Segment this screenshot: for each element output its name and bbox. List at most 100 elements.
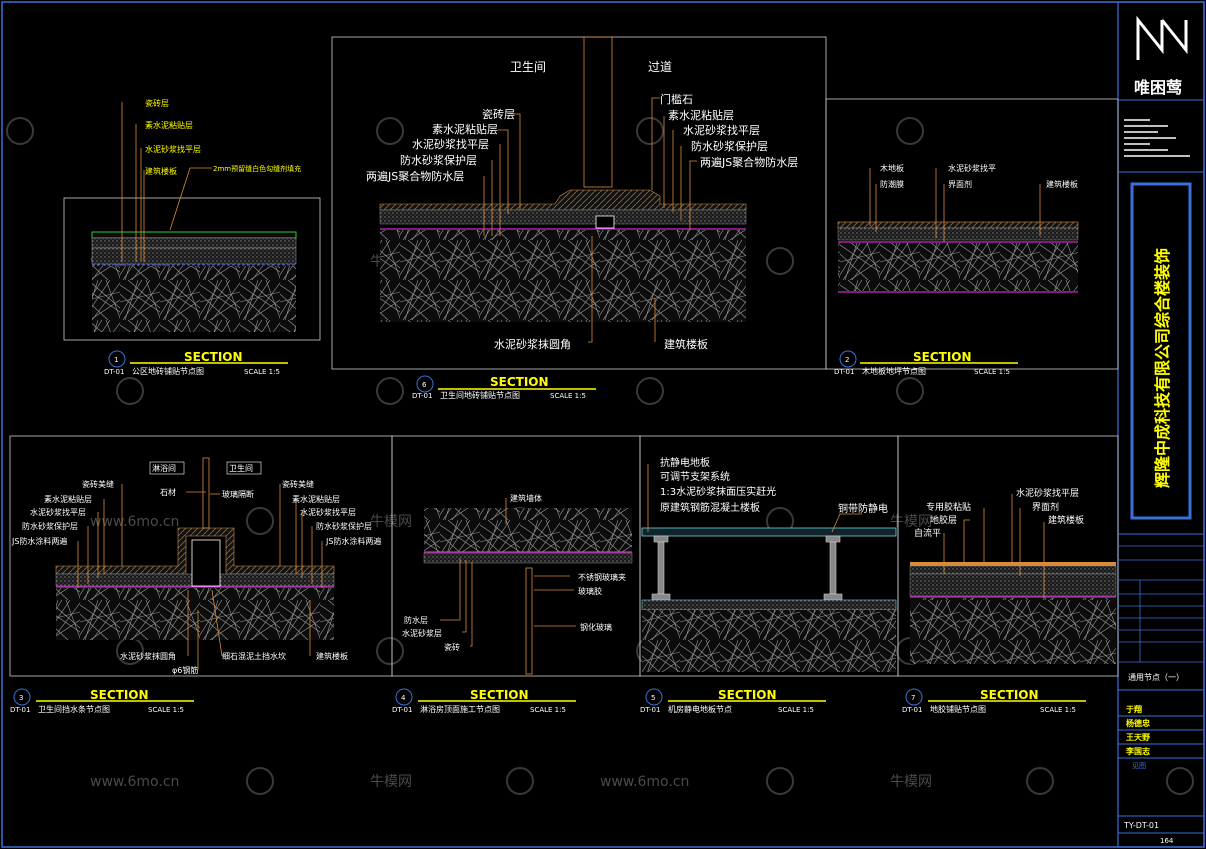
detail-2-number: 2 (845, 356, 849, 364)
detail-3-number: 3 (19, 694, 23, 702)
detail-5-label: 原建筑钢筋混凝土楼板 (660, 501, 760, 514)
detail-3-label: φ6钢筋 (172, 665, 198, 675)
detail-3-label: 卫生间 (229, 463, 253, 473)
detail-4-label: 钢化玻璃 (580, 622, 612, 632)
detail-3-label: 防水砂浆保护层 (22, 521, 78, 531)
detail-3-label: 素水泥粘贴层 (44, 494, 92, 504)
detail-6-label: 水泥砂浆找平层 (683, 123, 760, 137)
detail-6-label: 两遍JS聚合物防水层 (366, 169, 464, 183)
person-name: 李国志 (1125, 746, 1150, 756)
company-logo-icon (1136, 15, 1188, 60)
detail-2-title: 木地板地坪节点图 (862, 366, 926, 376)
detail-4-sheet: DT-01 (392, 706, 412, 714)
detail-5-title: 机房静电地板节点 (668, 704, 732, 714)
detail-7-label: 界面剂 (1032, 501, 1059, 513)
detail-2-label: 建筑楼板 (1046, 179, 1078, 189)
detail-1-number: 1 (114, 356, 118, 364)
detail-1-label: 建筑楼板 (145, 166, 177, 176)
detail-3-label: 玻璃隔断 (222, 489, 254, 499)
detail-3: 淋浴间 卫生间 石材 玻璃隔断 瓷砖美缝 素水泥粘贴层 水泥砂浆找平层 防水砂浆… (9, 435, 393, 714)
detail-2-label: 水泥砂浆找平 (948, 163, 996, 173)
watermark-site: www.6mo.cn (90, 774, 179, 790)
see-drawing-label: 见图 (1132, 762, 1146, 770)
detail-5-scale: SCALE 1:5 (778, 706, 814, 714)
detail-7-label: 建筑楼板 (1048, 514, 1084, 526)
detail-4-title: 淋浴房顶面施工节点图 (420, 704, 500, 714)
detail-2: 木地板 防潮膜 水泥砂浆找平 界面剂 建筑楼板 2 SECTION DT-01 … (825, 98, 1119, 376)
detail-6-sheet: DT-01 (412, 392, 432, 400)
page-number: 164 (1160, 837, 1174, 845)
detail-7-title: 地胶铺贴节点图 (930, 704, 986, 714)
detail-6-label: 水泥砂浆抹圆角 (494, 337, 571, 351)
detail-3-label: 素水泥粘贴层 (292, 494, 340, 504)
detail-6-number: 6 (422, 381, 427, 389)
detail-3-label: 石材 (160, 487, 176, 497)
detail-3-label: 防水砂浆保护层 (316, 521, 372, 531)
detail-3-label: 建筑楼板 (316, 651, 348, 661)
detail-3-label: 淋浴间 (152, 463, 176, 473)
detail-6-label: 瓷砖层 (482, 107, 515, 121)
detail-6-label: 素水泥粘贴层 (432, 122, 498, 136)
detail-7-label: 自流平 (914, 527, 941, 539)
detail-6-label: 门槛石 (660, 92, 693, 106)
detail-4-section-word: SECTION (470, 688, 529, 702)
logo-text: 唯困莺 (1134, 78, 1182, 97)
detail-4-label: 瓷砖 (444, 642, 460, 652)
detail-3-label: 瓷砖美缝 (82, 479, 114, 489)
detail-1-section-word: SECTION (184, 350, 243, 364)
detail-4-label: 建筑墙体 (510, 493, 542, 503)
person-name: 王天野 (1126, 733, 1150, 742)
detail-4: 建筑墙体 不锈钢玻璃夹 玻璃胶 钢化玻璃 防水层 水泥砂浆层 瓷砖 4 SECT… (391, 435, 641, 714)
watermark-brand: 牛模网 (370, 774, 412, 790)
detail-3-title: 卫生间挡水条节点图 (38, 704, 110, 714)
detail-6-label: 过道 (648, 60, 672, 74)
detail-1-label: 素水泥粘贴层 (145, 120, 193, 130)
detail-3-section-word: SECTION (90, 688, 149, 702)
detail-3-label: 水泥砂浆抹圆角 (120, 651, 176, 661)
company-name: 辉隆中成科技有限公司综合楼装饰 (1153, 248, 1172, 488)
watermark-brand: 牛模网 (370, 514, 412, 530)
detail-3-label: JS防水涂料两遍 (325, 536, 381, 546)
detail-7-label: 水泥砂浆找平层 (1016, 487, 1079, 499)
detail-4-label: 不锈钢玻璃夹 (578, 572, 626, 582)
detail-7-section-word: SECTION (980, 688, 1039, 702)
detail-1-label: 瓷砖层 (145, 98, 169, 108)
detail-7-label: 地胶层 (930, 514, 957, 526)
detail-4-label: 水泥砂浆层 (402, 628, 442, 638)
detail-4-scale: SCALE 1:5 (530, 706, 566, 714)
title-block-frame (1117, 1, 1205, 848)
detail-1-scale: SCALE 1:5 (244, 368, 280, 376)
detail-1-label: 2mm预留缝白色勾缝剂填充 (213, 164, 301, 173)
watermark-site: www.6mo.cn (90, 514, 179, 530)
detail-2-section-word: SECTION (913, 350, 972, 364)
detail-3-label: 水泥砂浆找平层 (300, 507, 356, 517)
detail-3-label: 瓷砖美缝 (282, 479, 314, 489)
detail-7-sheet: DT-01 (902, 706, 922, 714)
sheet-title: 通用节点（一） (1128, 672, 1184, 682)
detail-4-number: 4 (401, 694, 406, 702)
detail-3-label: 水泥砂浆找平层 (30, 507, 86, 517)
detail-6-title: 卫生间地砖铺贴节点图 (440, 390, 520, 400)
person-name: 杨德忠 (1126, 718, 1150, 728)
detail-6-label: 两遍JS聚合物防水层 (700, 155, 798, 169)
detail-1-label: 水泥砂浆找平层 (145, 144, 201, 154)
detail-7: 专用胶粘贴 地胶层 自流平 水泥砂浆找平层 界面剂 建筑楼板 7 SECTION… (897, 435, 1119, 714)
detail-5: 抗静电地板 可调节支架系统 1:3水泥砂浆抹面压实赶光 原建筑钢筋混凝土楼板 铜… (639, 435, 899, 714)
detail-7-scale: SCALE 1:5 (1040, 706, 1076, 714)
detail-5-label: 铜带防静电 (838, 502, 888, 515)
detail-1-title: 公区地砖铺贴节点图 (132, 366, 204, 376)
detail-6-label: 防水砂浆保护层 (400, 153, 477, 167)
detail-6-label: 卫生间 (510, 60, 546, 74)
detail-2-label: 防潮膜 (880, 179, 904, 189)
detail-7-number: 7 (911, 694, 915, 702)
detail-6-label: 水泥砂浆找平层 (412, 137, 489, 151)
detail-1: 瓷砖层 素水泥粘贴层 水泥砂浆找平层 建筑楼板 2mm预留缝白色勾缝剂填充 1 … (63, 98, 321, 376)
detail-7-label: 专用胶粘贴 (926, 501, 971, 513)
detail-6-section-word: SECTION (490, 375, 549, 389)
watermark-brand: 牛模网 (890, 514, 932, 530)
title-block: 唯困莺 辉隆中成科技有限公司综合楼装饰 通用节点（一） 于翔 杨德忠 王天野 李… (1118, 15, 1204, 845)
detail-3-label: JS防水涂料两遍 (11, 536, 67, 546)
watermark-site: www.6mo.cn (600, 774, 689, 790)
detail-4-label: 防水层 (404, 615, 428, 625)
